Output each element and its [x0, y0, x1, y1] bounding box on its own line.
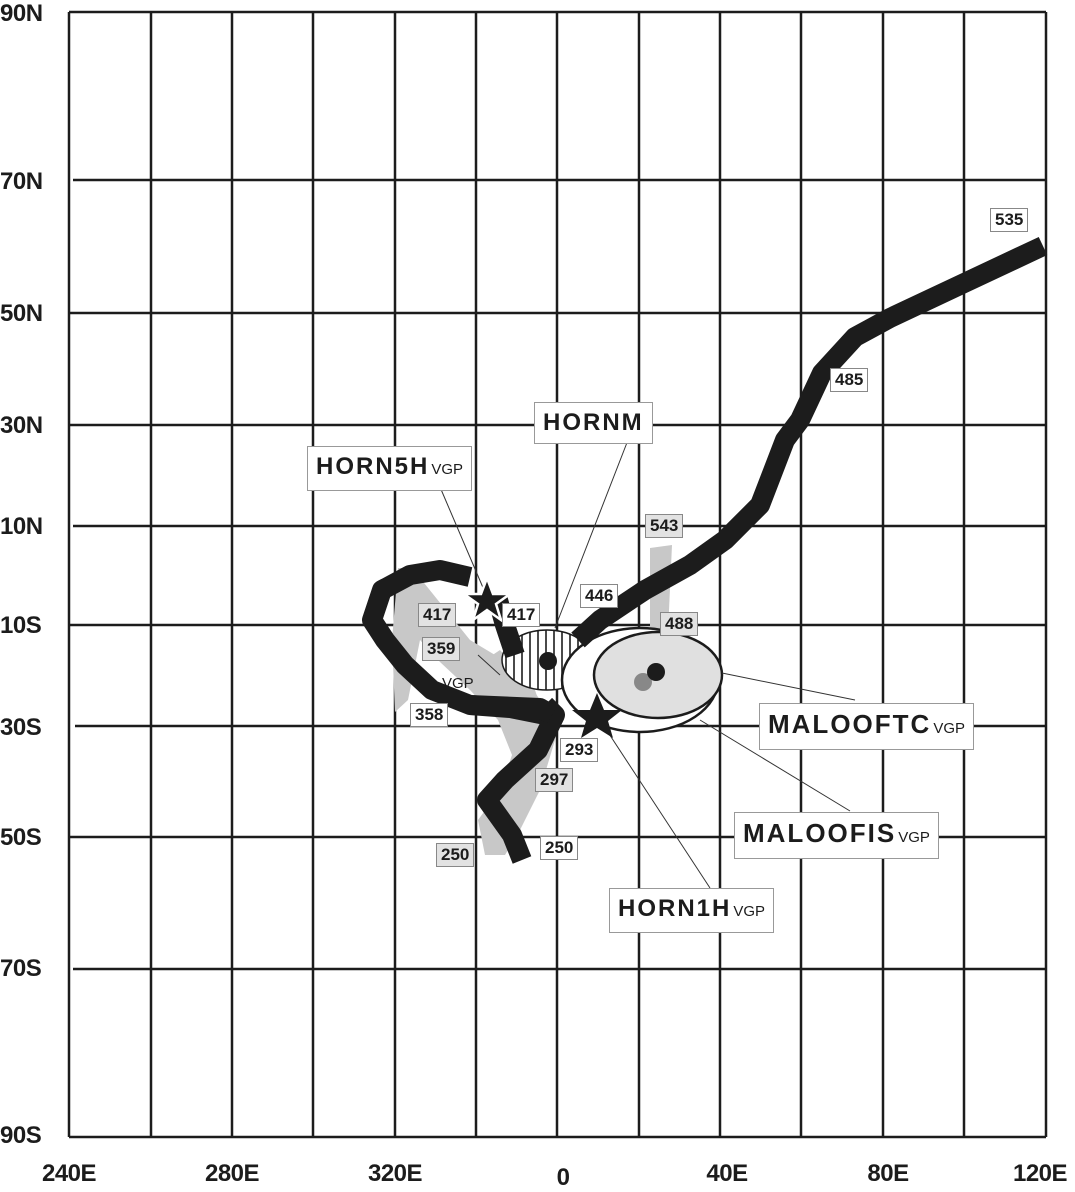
- age-label-358: 358: [410, 703, 449, 727]
- lat-label-10n: 10N: [0, 513, 43, 540]
- lon-label-80e: 80E: [867, 1160, 909, 1187]
- pole-label-malooftc-sub: VGP: [933, 720, 965, 737]
- lat-label-70n: 70N: [0, 168, 43, 195]
- age-label-485: 485: [830, 368, 869, 392]
- pole-label-maloofis-name: MALOOFIS: [743, 818, 897, 848]
- lat-label-10s: 10S: [0, 612, 42, 639]
- age-label-417-black: 417: [502, 603, 541, 627]
- age-label-417-gray: 417: [418, 603, 457, 627]
- black-apwp-path-lower: [469, 695, 558, 724]
- lat-label-30s: 30S: [0, 714, 42, 741]
- age-label-535: 535: [990, 208, 1029, 232]
- age-label-297: 297: [535, 768, 574, 792]
- lon-label-40e: 40E: [706, 1160, 748, 1187]
- pole-label-horn1h-name: HORN1H: [618, 895, 732, 922]
- lat-label-30n: 30N: [0, 412, 43, 439]
- maloofis-pole-dot: [634, 673, 652, 691]
- leader-lines: [439, 439, 856, 889]
- lon-label-120e: 120E: [1012, 1160, 1068, 1187]
- age-label-250-black: 250: [540, 836, 579, 860]
- hornm-mean-dot: [539, 652, 557, 670]
- pole-label-maloofis-sub: VGP: [898, 829, 930, 846]
- age-label-293: 293: [560, 738, 599, 762]
- lon-label-280e: 280E: [204, 1160, 260, 1187]
- pole-label-horn5h-name: HORN5H: [316, 453, 430, 480]
- pole-label-horn5h-sub: VGP: [431, 461, 464, 478]
- pole-label-hornm-name: HORNM: [543, 409, 644, 436]
- age-label-359: 359: [422, 637, 461, 661]
- pole-label-malooftc-name: MALOOFTC: [768, 709, 932, 739]
- lat-label-70s: 70S: [0, 955, 42, 982]
- pole-label-horn1h-sub: VGP: [733, 903, 766, 920]
- horn1h-star-icon: [572, 693, 622, 738]
- horn5h-star-icon: [460, 574, 514, 624]
- black-apwp-path: [362, 236, 1048, 864]
- lon-label-320e: 320E: [367, 1160, 423, 1187]
- lat-label-90s: 90S: [0, 1122, 42, 1149]
- pole-label-hornm: HORNM: [534, 402, 653, 444]
- lon-label-240e: 240E: [41, 1160, 97, 1187]
- malooftc-pole-dot: [647, 663, 665, 681]
- lon-label-0: 0: [556, 1164, 570, 1191]
- lat-label-50n: 50N: [0, 300, 43, 327]
- hidden-vgp-label: VGP: [442, 675, 474, 692]
- age-label-446: 446: [580, 584, 619, 608]
- lat-lon-grid: [67, 10, 1048, 1139]
- age-label-488: 488: [660, 612, 699, 636]
- age-label-543: 543: [645, 514, 684, 538]
- lat-label-50s: 50S: [0, 824, 42, 851]
- age-label-250-gray: 250: [436, 843, 475, 867]
- lat-label-90n: 90N: [0, 0, 43, 27]
